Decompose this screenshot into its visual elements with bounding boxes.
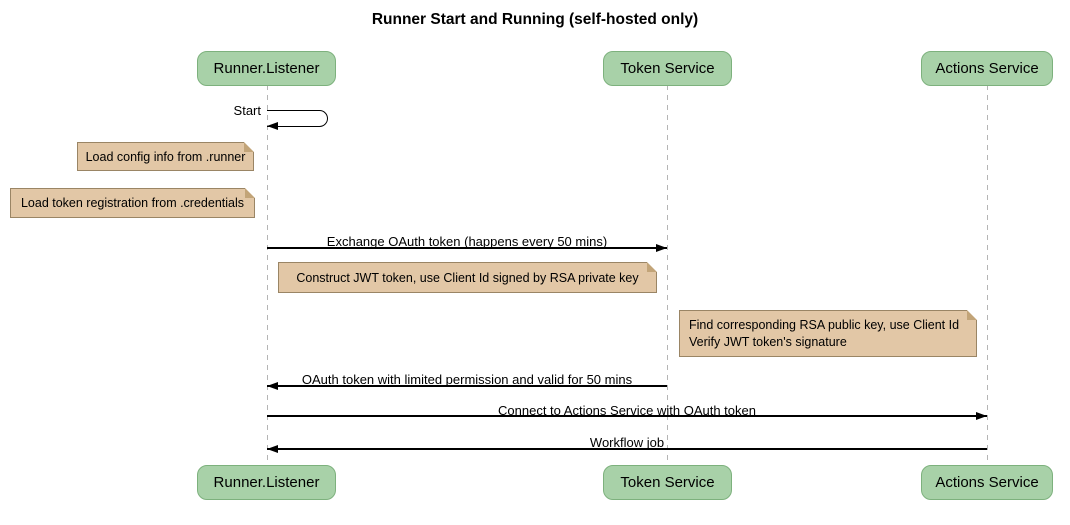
diagram-title: Runner Start and Running (self-hosted on… bbox=[371, 11, 699, 28]
message-exchange-oauth-arrowhead-icon bbox=[656, 244, 667, 252]
message-exchange-oauth-line bbox=[267, 247, 667, 249]
message-connect-actions-line bbox=[267, 415, 987, 417]
message-oauth-token-return-label: OAuth token with limited permission and … bbox=[301, 372, 633, 387]
lifeline-runner-listener bbox=[266, 85, 268, 465]
note-construct-jwt: Construct JWT token, use Client Id signe… bbox=[278, 262, 657, 293]
message-oauth-token-return-line bbox=[267, 385, 667, 387]
message-connect-actions-arrowhead-icon bbox=[976, 412, 987, 420]
note-load-config: Load config info from .runner bbox=[77, 142, 254, 171]
note-load-token-registration: Load token registration from .credential… bbox=[10, 188, 255, 218]
message-start-self-loop bbox=[267, 110, 328, 127]
message-exchange-oauth-label: Exchange OAuth token (happens every 50 m… bbox=[326, 234, 608, 249]
message-oauth-token-return-arrowhead-icon bbox=[267, 382, 278, 390]
message-start-arrowhead-icon bbox=[267, 122, 278, 130]
message-workflow-job-line bbox=[267, 448, 987, 450]
message-workflow-job-arrowhead-icon bbox=[267, 445, 278, 453]
participant-token-service-top: Token Service bbox=[603, 51, 732, 86]
participant-runner-listener-bottom: Runner.Listener bbox=[197, 465, 336, 500]
participant-token-service-bottom: Token Service bbox=[603, 465, 732, 500]
lifeline-actions-service bbox=[986, 85, 988, 465]
message-start-label: Start bbox=[233, 103, 261, 118]
participant-actions-service-top: Actions Service bbox=[921, 51, 1053, 86]
participant-actions-service-bottom: Actions Service bbox=[921, 465, 1053, 500]
participant-runner-listener-top: Runner.Listener bbox=[197, 51, 336, 86]
message-workflow-job-label: Workflow job bbox=[589, 435, 665, 450]
message-connect-actions-label: Connect to Actions Service with OAuth to… bbox=[498, 403, 756, 418]
lifeline-token-service bbox=[666, 85, 668, 465]
note-verify-jwt: Find corresponding RSA public key, use C… bbox=[679, 310, 977, 357]
